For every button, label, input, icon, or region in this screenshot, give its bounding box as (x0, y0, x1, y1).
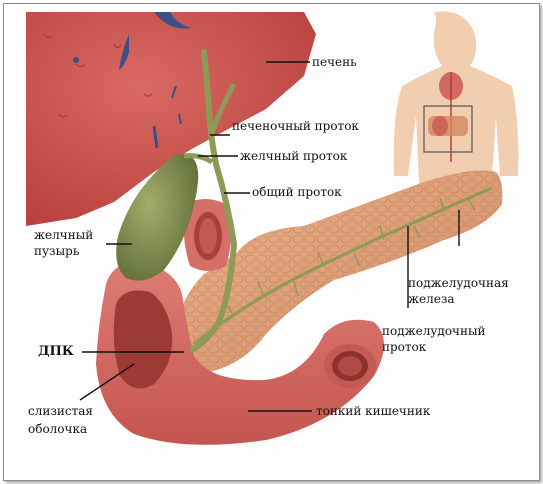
label-pancreatic-duct-2: проток (382, 340, 427, 354)
gallbladder-shape (116, 154, 199, 281)
label-gallbladder-2: пузырь (34, 244, 80, 258)
leader-mucosa (79, 363, 135, 401)
label-liver: печень (312, 55, 357, 69)
label-pancreas-1: поджелудочная (408, 276, 509, 290)
liver-shape (26, 12, 316, 226)
leader-lines (79, 61, 460, 412)
label-common-duct: общий проток (252, 185, 342, 199)
label-mucosa-2: оболочка (28, 422, 88, 436)
pancreas-shape (175, 170, 503, 372)
anatomy-illustration (26, 11, 519, 445)
label-duodenum: ДПК (38, 344, 74, 359)
duodenum-shape (96, 199, 384, 445)
label-gallbladder-1: желчный (34, 228, 94, 242)
diagram-frame: печень печеночный проток желчный проток … (3, 3, 540, 481)
label-mucosa-1: слизистая (28, 404, 93, 418)
body-inset (393, 11, 519, 206)
label-cystic-duct: желчный проток (240, 149, 348, 163)
label-pancreatic-duct-1: поджелудочный (382, 324, 486, 338)
label-pancreas-2: железа (408, 292, 455, 306)
label-small-intestine: тонкий кишечник (316, 404, 431, 418)
label-hepatic-duct: печеночный проток (232, 119, 359, 133)
